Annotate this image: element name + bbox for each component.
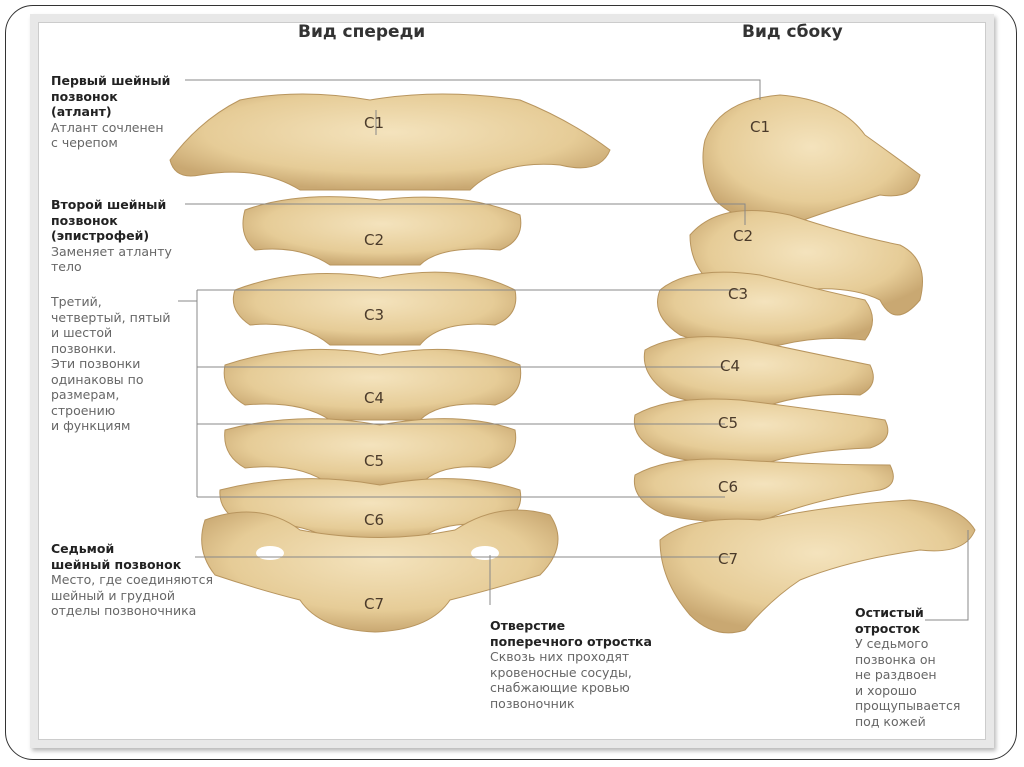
annotation-c2: Второй шейный позвонок (эпистрофей) Заме… (51, 197, 172, 275)
side-label-c6: C6 (718, 478, 739, 496)
side-label-c7: C7 (718, 550, 739, 568)
front-label-c1: C1 (364, 114, 385, 132)
heading-side-view: Вид сбоку (742, 22, 843, 42)
c1-title-line: (атлант) (51, 104, 112, 119)
c3-c6-text-line: позвонки. (51, 340, 117, 356)
side-label-c1: C1 (750, 118, 771, 136)
heading-front-view: Вид спереди (298, 22, 426, 42)
front-label-c3: C3 (364, 306, 385, 324)
foramen-text-line: позвоночник (490, 695, 575, 711)
front-label-c7: C7 (364, 595, 385, 613)
c3-c6-text-line: Третий, (51, 294, 102, 309)
spinous-title-line: Остистый (855, 605, 924, 620)
c1-text-line: с черепом (51, 135, 118, 150)
front-c1 (169, 93, 611, 191)
annotation-spinous-process: Остистый отросток У седьмого позвонка он… (855, 605, 960, 729)
c3-c6-text-line: строению (51, 402, 116, 418)
spinous-title-line: отросток (855, 620, 921, 636)
c3-c6-text-line: и функциям (51, 418, 131, 433)
foramen-title-line: поперечного отростка (490, 633, 652, 649)
front-label-c2: C2 (364, 231, 385, 249)
side-label-c2: C2 (733, 227, 754, 245)
side-label-c3: C3 (728, 285, 749, 303)
side-label-c4: C4 (720, 357, 741, 375)
annotation-c3-c6: Третий, четвертый, пятый и шестой позвон… (51, 294, 171, 434)
side-c1 (702, 94, 921, 226)
annotation-c7: Седьмой шейный позвонок Место, где соеди… (51, 541, 213, 619)
spinous-text-line: прощупывается (855, 698, 961, 713)
c7-text-line: шейный и грудной (51, 587, 175, 603)
foramen-title-line: Отверстие (490, 618, 566, 633)
spinous-text-line: позвонка он (855, 651, 936, 667)
leader-lines (178, 79, 969, 621)
c2-title-line: (эпистрофей) (51, 228, 150, 243)
c3-c6-text-line: размерам, (51, 387, 120, 402)
c3-c6-text-line: Эти позвонки (51, 356, 141, 371)
side-c6 (633, 458, 894, 523)
spinous-text-line: и хорошо (855, 682, 917, 698)
spinous-text-line: У седьмого (855, 636, 929, 651)
c7-text-line: Место, где соединяются (51, 572, 213, 587)
front-label-c5: C5 (364, 452, 385, 470)
side-c4 (643, 336, 874, 407)
c7-text-line: отделы позвоночника (51, 603, 197, 618)
c7-title-line: шейный позвонок (51, 556, 182, 572)
c1-title-line: позвонок (51, 88, 118, 104)
c1-text-line: Атлант сочленен (51, 119, 164, 135)
foramen-text-line: кровеносные сосуды, (490, 664, 632, 680)
front-c2 (242, 196, 522, 266)
foramen-text-line: снабжающие кровью (490, 680, 630, 695)
front-c7 (201, 509, 559, 633)
c3-c6-text-line: и шестой (51, 325, 113, 340)
side-c5 (633, 398, 889, 465)
c2-text-line: Заменяет атланту (51, 243, 172, 259)
c7-title-line: Седьмой (51, 541, 115, 556)
foramen-text-line: Сквозь них проходят (490, 649, 630, 664)
c2-title-line: позвонок (51, 212, 118, 228)
c2-title-line: Второй шейный (51, 197, 167, 212)
front-label-c6: C6 (364, 511, 385, 529)
spinous-text-line: не раздвоен (855, 667, 937, 682)
front-c4 (223, 348, 522, 421)
c2-text-line: тело (51, 259, 82, 274)
annotation-c1: Первый шейный позвонок (атлант) Атлант с… (51, 73, 170, 151)
side-label-c5: C5 (718, 414, 739, 432)
annotation-transverse-foramen: Отверстие поперечного отростка Сквозь ни… (490, 618, 652, 711)
front-view-spine (169, 93, 611, 633)
side-c7 (659, 499, 976, 634)
spinous-text-line: под кожей (855, 713, 926, 729)
side-c3 (657, 271, 873, 347)
c3-c6-text-line: одинаковы по (51, 371, 144, 387)
c1-title-line: Первый шейный (51, 73, 171, 88)
front-c5 (224, 418, 517, 486)
slide-outer-frame (5, 5, 1017, 760)
front-label-c4: C4 (364, 389, 385, 407)
c3-c6-text-line: четвертый, пятый (51, 309, 171, 325)
side-view-spine (633, 94, 976, 634)
